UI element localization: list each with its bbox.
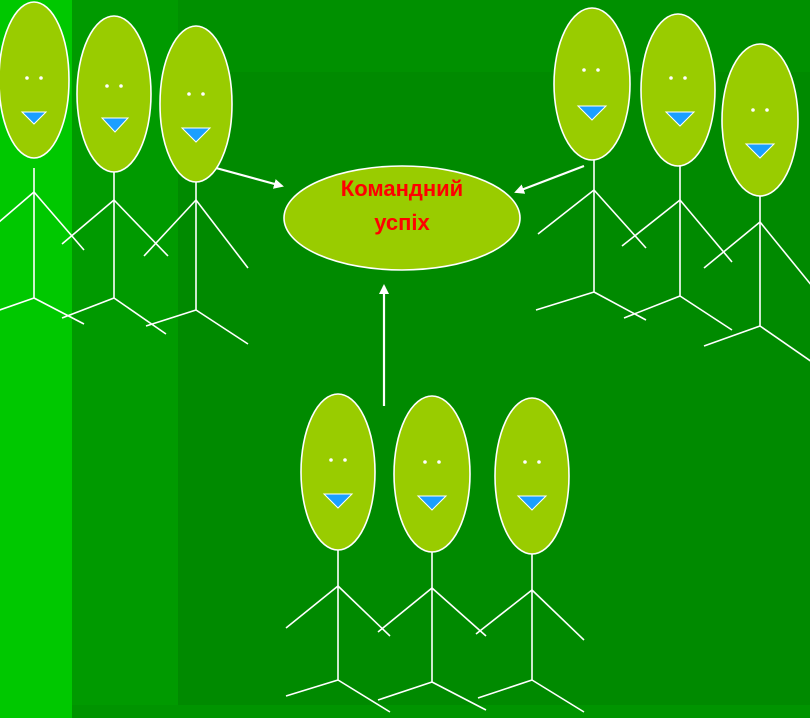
bottom-team: [285, 393, 585, 713]
person: [285, 393, 391, 713]
arrow-from-left-team: [215, 166, 284, 189]
person: [703, 43, 810, 362]
person: [475, 397, 585, 713]
center-label: Командний успіх: [284, 172, 520, 240]
person: [535, 7, 647, 321]
person: [61, 15, 169, 335]
background-bottom-strip: [72, 705, 810, 718]
left-team: [0, 1, 249, 345]
person: [143, 25, 249, 345]
person: [0, 1, 85, 325]
person: [621, 13, 733, 331]
center-ellipse: [283, 165, 521, 271]
person: [377, 395, 487, 711]
center-label-line1: Командний: [340, 176, 464, 201]
center-label-line2: успіх: [374, 210, 430, 235]
right-team: [535, 7, 810, 362]
arrow-from-right-team: [514, 164, 585, 194]
